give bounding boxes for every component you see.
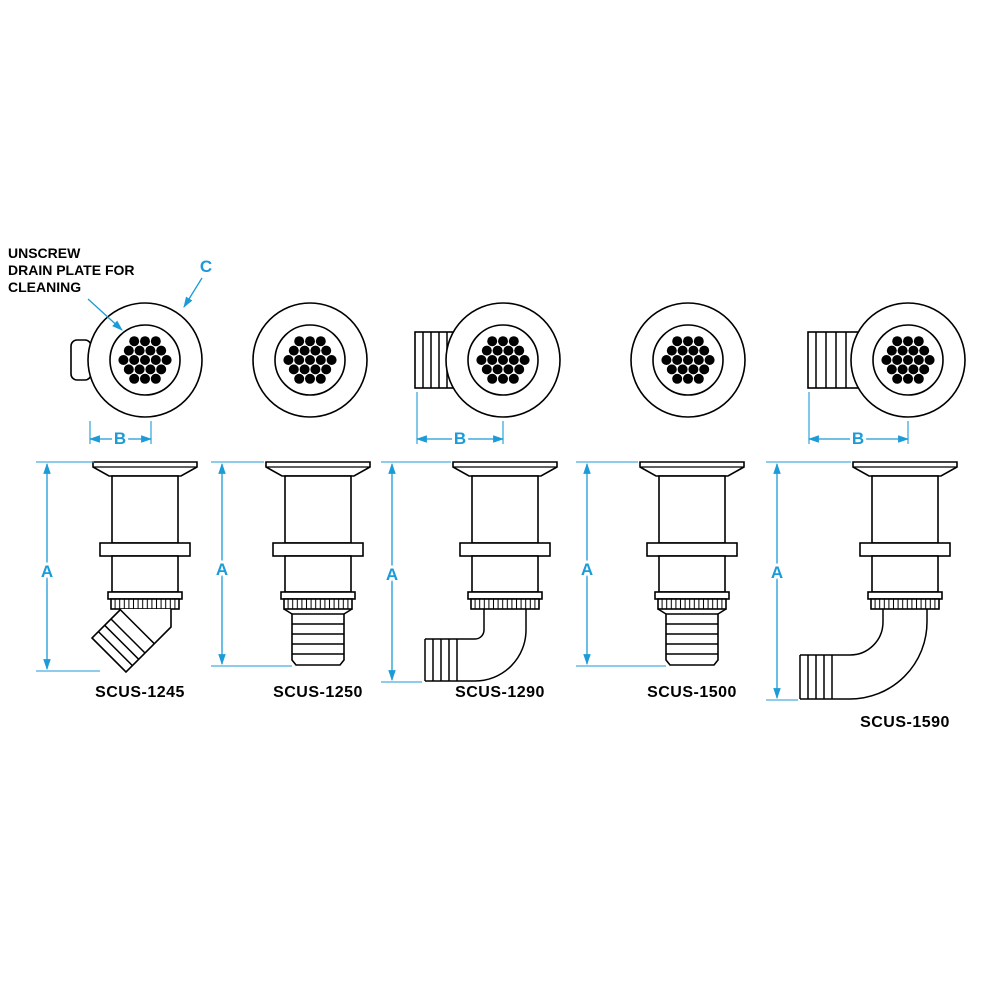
dim-a-scus-1500: A — [576, 461, 666, 667]
dim-a-scus-1590: A — [766, 461, 851, 701]
annotation-line-3: CLEANING — [8, 279, 81, 295]
top-view-scus-1250 — [252, 302, 368, 418]
dim-b-scus-1590: B — [807, 392, 910, 451]
dim-c-label: C — [200, 257, 212, 276]
dim-b-scus-1290: B — [415, 392, 505, 451]
side-view-scus-1290 — [424, 461, 558, 682]
dim-c-leader-line — [183, 277, 203, 308]
annotation-line-2: DRAIN PLATE FOR — [8, 262, 135, 278]
model-label-scus-1245: SCUS-1245 — [95, 684, 185, 701]
side-view-scus-1500 — [639, 461, 745, 666]
annotation-unscrew: UNSCREW DRAIN PLATE FOR CLEANING — [8, 245, 135, 331]
side-view-scus-1250 — [265, 461, 371, 666]
dim-a-label: A — [216, 560, 228, 579]
dim-a-label: A — [581, 560, 593, 579]
top-view-scus-1500 — [630, 302, 746, 418]
dim-a-scus-1290: A — [381, 461, 451, 683]
dim-b-label: B — [852, 429, 864, 448]
annotation-leader-line — [87, 298, 123, 331]
top-view-scus-1290 — [414, 302, 561, 418]
dim-a-label: A — [771, 563, 783, 582]
top-view-scus-1590 — [807, 302, 966, 418]
dim-b-scus-1245: B — [88, 421, 153, 451]
model-label-scus-1500: SCUS-1500 — [647, 684, 737, 701]
model-label-scus-1590: SCUS-1590 — [860, 714, 950, 731]
dim-a-scus-1250: A — [211, 461, 292, 667]
model-label-scus-1250: SCUS-1250 — [273, 684, 363, 701]
side-view-scus-1590 — [799, 461, 958, 700]
dim-b-label: B — [454, 429, 466, 448]
dim-a-label: A — [386, 565, 398, 584]
side-view-scus-1245 — [90, 461, 198, 674]
dim-b-label: B — [114, 429, 126, 448]
annotation-line-1: UNSCREW — [8, 245, 81, 261]
model-label-scus-1290: SCUS-1290 — [455, 684, 545, 701]
top-view-scus-1245 — [70, 302, 203, 418]
dim-a-scus-1245: A — [36, 461, 100, 672]
dim-c: C — [183, 254, 215, 308]
dim-a-label: A — [41, 562, 53, 581]
